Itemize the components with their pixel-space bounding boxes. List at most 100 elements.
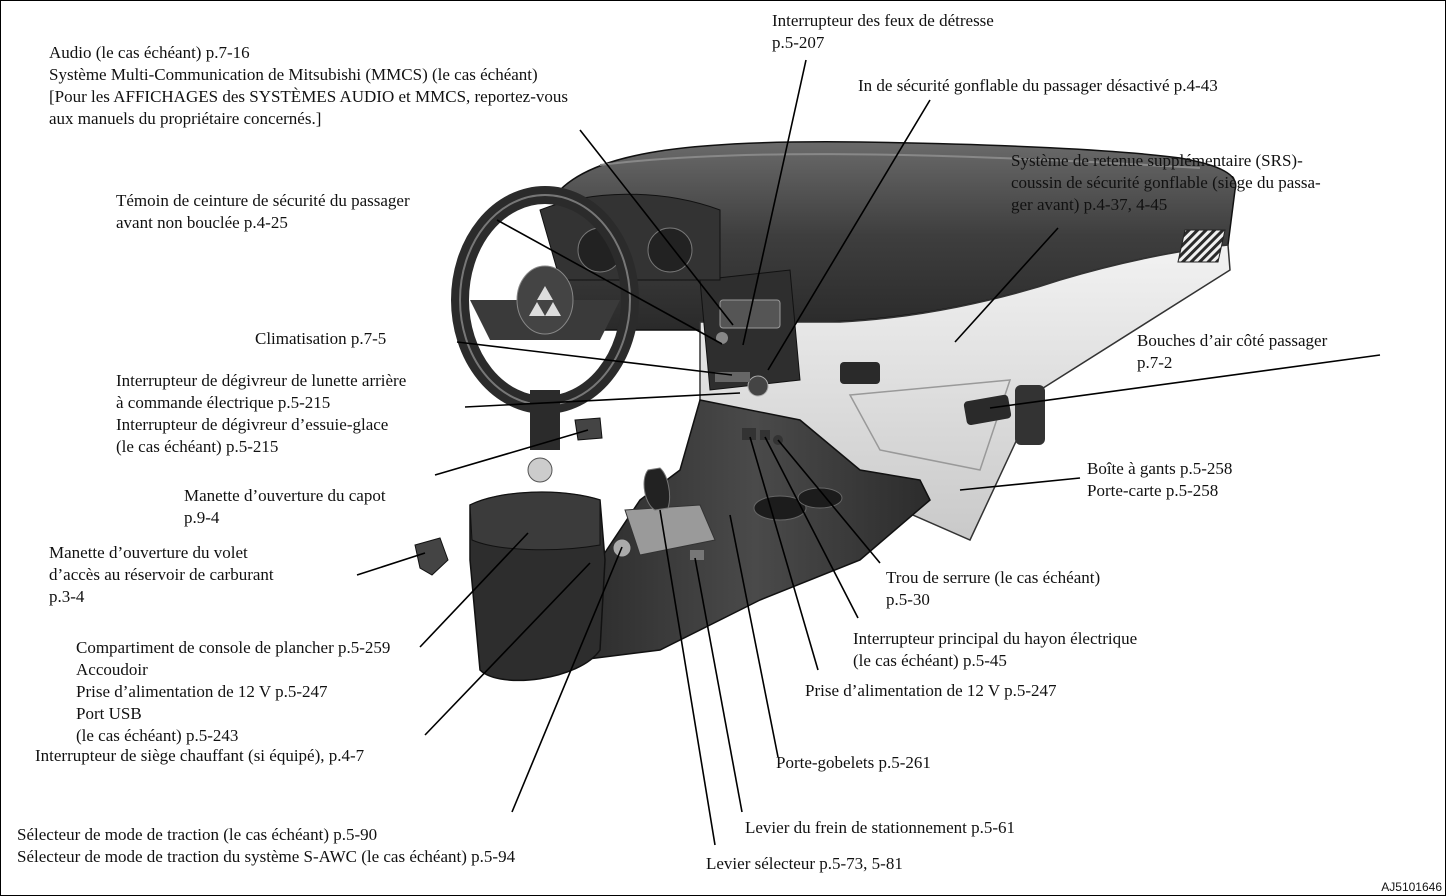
label-power-outlet: Prise d’alimentation de 12 V p.5-247	[805, 680, 1057, 702]
label-defroster-line-2: à commande électrique p.5-215	[116, 393, 331, 412]
leader-outlet	[749, 436, 819, 671]
parking-brake-switch	[690, 550, 704, 560]
label-airbag-off-line-1: In de sécurité gonflable du passager dés…	[858, 76, 1218, 95]
leader-cupholder	[729, 514, 779, 758]
leader-airbag-off	[767, 99, 931, 371]
label-console-line-4: Port USB	[76, 704, 142, 723]
label-tailgate: Interrupteur principal du hayon électriq…	[853, 628, 1137, 672]
figure-code: AJ5101646	[1381, 880, 1442, 894]
label-keyhole-line-2: p.5-30	[886, 590, 930, 609]
label-hazard: Interrupteur des feux de détresse p.5-20…	[772, 10, 994, 54]
passenger-side-vent	[963, 394, 1012, 426]
gauge-right	[647, 227, 693, 273]
center-console	[579, 399, 931, 661]
leader-hazard	[742, 59, 807, 346]
label-defroster: Interrupteur de dégivreur de lunette arr…	[116, 370, 406, 458]
leader-vents	[989, 354, 1381, 409]
label-console-line-2: Accoudoir	[76, 660, 148, 679]
leader-parking-brake	[694, 557, 743, 813]
power-outlet	[760, 430, 770, 440]
glove-box	[848, 379, 1012, 471]
label-vents-line-1: Bouches d’air côté passager	[1137, 331, 1328, 350]
leader-seat-heater	[424, 562, 591, 736]
label-srs-line-3: ger avant) p.4-37, 4-45	[1011, 195, 1168, 214]
climate-buttons	[715, 372, 750, 382]
label-seatbelt-line-2: avant non bouclée p.4-25	[116, 213, 288, 232]
label-audio-line-3: [Pour les AFFICHAGES des SYSTÈMES AUDIO …	[49, 87, 568, 106]
label-glovebox-line-2: Porte-carte p.5-258	[1087, 481, 1219, 500]
audio-knob	[716, 332, 728, 344]
label-seat-heater: Interrupteur de siège chauffant (si équi…	[35, 745, 364, 767]
label-selector: Levier sélecteur p.5-73, 5-81	[706, 853, 903, 875]
label-srs-line-1: Système de retenue supplémentaire (SRS)-	[1011, 151, 1303, 170]
label-console: Compartiment de console de plancher p.5-…	[76, 637, 390, 747]
label-drive-mode: Sélecteur de mode de traction (le cas éc…	[17, 824, 515, 868]
side-speaker-grille	[1177, 229, 1226, 263]
label-drive-mode-line-2: Sélecteur de mode de traction du système…	[17, 847, 516, 866]
label-keyhole: Trou de serrure (le cas échéant) p.5-30	[886, 567, 1100, 611]
leader-glovebox	[959, 477, 1081, 491]
label-selector-line-1: Levier sélecteur p.5-73, 5-81	[706, 854, 903, 873]
fuel-door-lever	[414, 537, 449, 576]
leader-srs	[954, 227, 1059, 343]
label-vents: Bouches d’air côté passager p.7-2	[1137, 330, 1327, 374]
leader-climatisation	[456, 341, 733, 376]
leader-fuel	[356, 552, 426, 576]
label-srs: Système de retenue supplémentaire (SRS)-…	[1011, 150, 1321, 216]
label-parking-brake-line-1: Levier du frein de stationnement p.5-61	[745, 818, 1016, 837]
label-parking-brake: Levier du frein de stationnement p.5-61	[745, 817, 1015, 839]
label-tailgate-line-2: (le cas échéant) p.5-45	[853, 651, 1007, 670]
leader-console	[419, 532, 529, 648]
label-hazard-line-1: Interrupteur des feux de détresse	[772, 11, 994, 30]
leader-wiper	[434, 429, 589, 476]
label-drive-mode-line-1: Sélecteur de mode de traction (le cas éc…	[17, 825, 378, 844]
leader-audio	[579, 129, 734, 326]
wiper-deicer-switch	[574, 417, 603, 441]
label-console-line-5: (le cas échéant) p.5-243	[76, 726, 239, 745]
gear-lever	[643, 467, 671, 511]
label-defroster-line-3: Interrupteur de dégivreur d’essuie-glace	[116, 415, 389, 434]
leader-lines	[356, 59, 1381, 846]
pedal-area	[527, 457, 553, 483]
climate-knob	[747, 375, 769, 397]
label-glovebox: Boîte à gants p.5-258 Porte-carte p.5-25…	[1087, 458, 1232, 502]
label-audio-line-4: aux manuels du propriétaire concernés.]	[49, 109, 322, 128]
label-hood: Manette d’ouverture du capot p.9-4	[184, 485, 386, 529]
label-glovebox-line-1: Boîte à gants p.5-258	[1087, 459, 1233, 478]
leader-drive-mode	[511, 546, 623, 813]
armrest-lid	[469, 491, 601, 551]
leader-keyhole	[777, 439, 881, 564]
label-defroster-line-4: (le cas échéant) p.5-215	[116, 437, 279, 456]
label-keyhole-line-1: Trou de serrure (le cas échéant)	[886, 568, 1101, 587]
brand-logo-icon	[529, 286, 561, 316]
label-seatbelt-line-1: Témoin de ceinture de sécurité du passag…	[116, 191, 410, 210]
label-seatbelt: Témoin de ceinture de sécurité du passag…	[116, 190, 410, 234]
label-srs-line-2: coussin de sécurité gonflable (siège du …	[1011, 173, 1321, 192]
label-tailgate-line-1: Interrupteur principal du hayon électriq…	[853, 629, 1138, 648]
label-audio-line-1: Audio (le cas échéant) p.7-16	[49, 43, 250, 62]
label-hazard-line-2: p.5-207	[772, 33, 825, 52]
shifter-plate	[624, 504, 716, 556]
label-fuel-line-2: d’accès au réservoir de carburant	[49, 565, 274, 584]
label-vents-line-2: p.7-2	[1137, 353, 1173, 372]
tailgate-switch	[742, 428, 756, 440]
label-console-line-1: Compartiment de console de plancher p.5-…	[76, 638, 391, 657]
cup-holder-front	[753, 495, 807, 521]
leader-defroster	[464, 392, 741, 408]
label-climatisation-line-1: Climatisation p.7-5	[255, 329, 387, 348]
label-power-outlet-line-1: Prise d’alimentation de 12 V p.5-247	[805, 681, 1057, 700]
center-right-vent	[840, 362, 880, 384]
leader-seatbelt	[496, 219, 723, 345]
leader-selector	[659, 509, 716, 846]
label-defroster-line-1: Interrupteur de dégivreur de lunette arr…	[116, 371, 407, 390]
label-climatisation: Climatisation p.7-5	[255, 328, 386, 350]
label-audio-line-2: Système Multi-Communication de Mitsubish…	[49, 65, 538, 84]
label-fuel-line-3: p.3-4	[49, 587, 85, 606]
label-cupholder: Porte-gobelets p.5-261	[776, 752, 931, 774]
label-fuel: Manette d’ouverture du volet d’accès au …	[49, 542, 274, 608]
label-fuel-line-1: Manette d’ouverture du volet	[49, 543, 248, 562]
leader-tailgate	[764, 436, 859, 619]
steering-column	[530, 390, 560, 450]
